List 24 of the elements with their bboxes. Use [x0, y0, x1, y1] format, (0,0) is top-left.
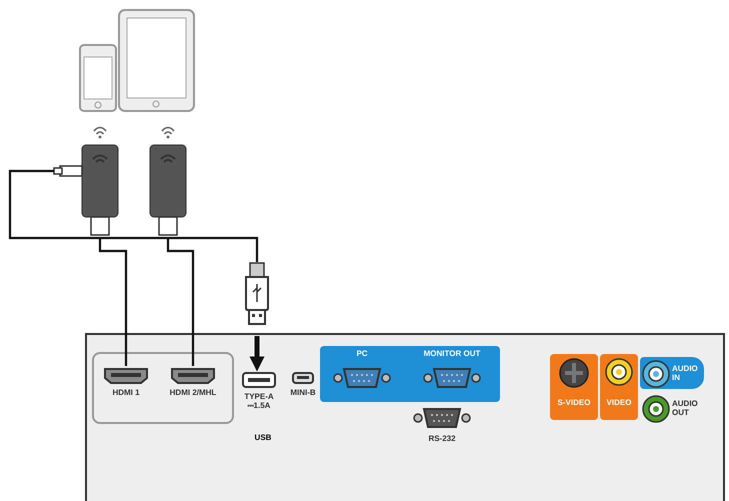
port-band: [320, 346, 404, 402]
port-label: MINI-B: [289, 388, 317, 397]
port-label: MONITOR OUT: [422, 349, 482, 358]
port-label: HDMI 1: [111, 388, 141, 397]
port-band: [600, 354, 638, 420]
port-label: TYPE-A: [243, 392, 275, 401]
arrow: [250, 336, 264, 372]
port-label: ⎓1.5A: [246, 401, 272, 410]
port-label: PC: [355, 349, 369, 358]
port-label: S-VIDEO: [556, 398, 592, 407]
port-label: HDMI 2/MHL: [168, 388, 218, 397]
cable-line: [8, 170, 258, 262]
cable-line: [98, 237, 128, 366]
port-band: [404, 346, 500, 402]
port-label: AUDIO IN: [672, 364, 699, 382]
cable-line: [166, 237, 194, 366]
port-label: AUDIO OUT: [672, 399, 699, 417]
port-label: RS-232: [427, 434, 457, 443]
port-band: [550, 354, 598, 420]
port-label: VIDEO: [606, 398, 632, 407]
port-group-frame: [92, 352, 234, 424]
usb-label: USB: [254, 433, 272, 442]
port-band: [640, 357, 704, 389]
rear-panel: [85, 333, 725, 501]
